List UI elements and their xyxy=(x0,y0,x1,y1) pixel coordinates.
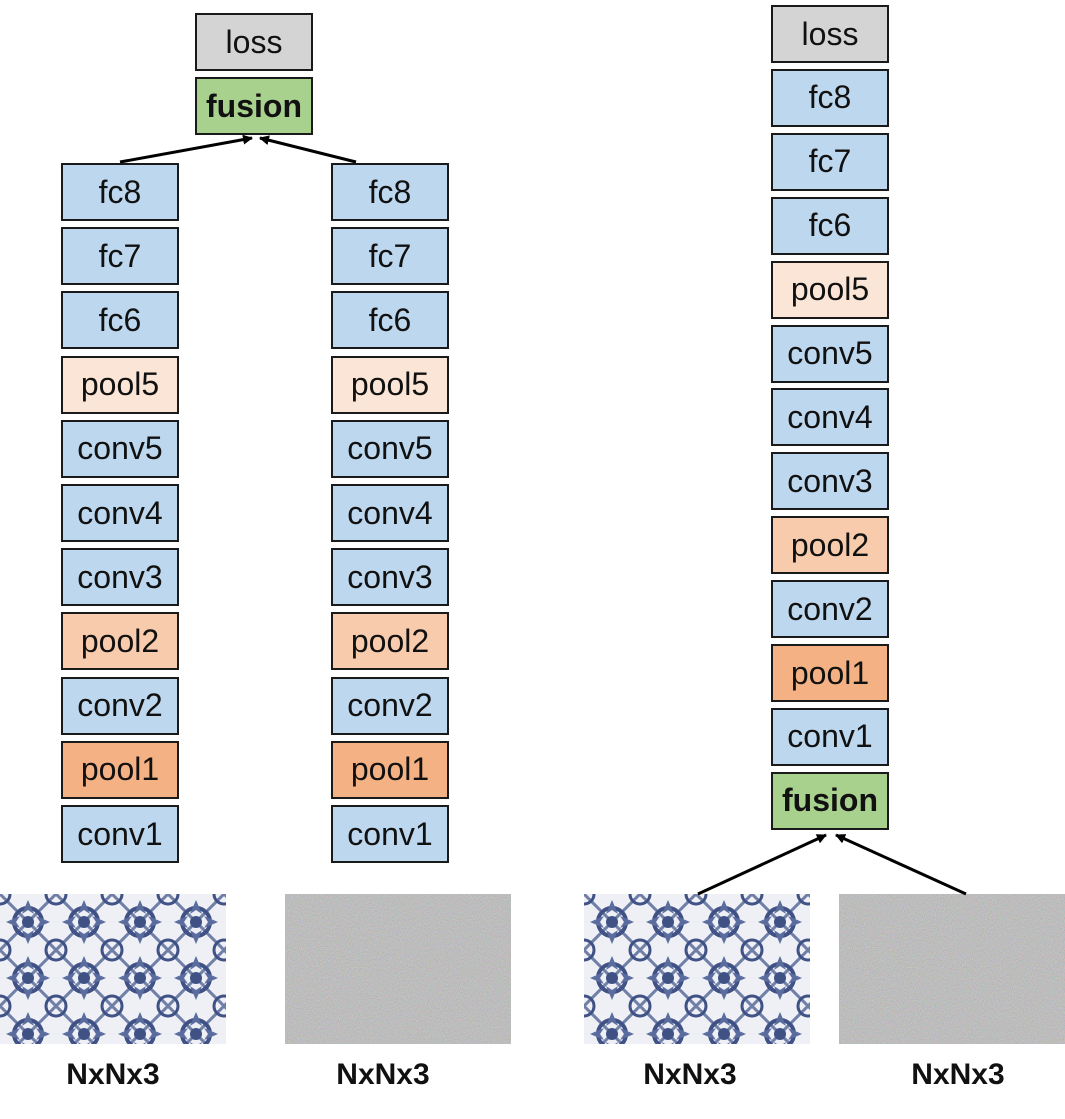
streamA-pool2-block: pool2 xyxy=(61,612,179,671)
streamB-fc8-block: fc8 xyxy=(331,163,449,221)
streamB-conv3-block: conv3 xyxy=(331,548,449,607)
streamB-conv2-block: conv2 xyxy=(331,676,449,735)
streamB-fc6-block: fc6 xyxy=(331,291,449,350)
streamA-pool1-block: pool1 xyxy=(61,740,179,799)
rightStack-conv5-block: conv5 xyxy=(771,324,889,383)
rightStack-fusion-block: fusion xyxy=(771,771,889,830)
arrow-left-a-to-fusion xyxy=(119,134,253,164)
arrow-right-b-to-fusion xyxy=(835,833,967,896)
rightStack-pool5-block: pool5 xyxy=(771,260,889,319)
streamA-fc8-block: fc8 xyxy=(61,163,179,221)
rightStack-conv1-block: conv1 xyxy=(771,707,889,766)
streamA-pool5-block: pool5 xyxy=(61,355,179,414)
input-caption-left-a: NxNx3 xyxy=(66,1058,160,1091)
rightStack-pool1-block: pool1 xyxy=(771,644,889,702)
noise-image-left xyxy=(285,894,511,1044)
input-caption-right-a: NxNx3 xyxy=(643,1058,737,1091)
rightStack-pool2-block: pool2 xyxy=(771,516,889,575)
rightStack-fc7-block: fc7 xyxy=(771,132,889,191)
streamB-conv1-block: conv1 xyxy=(331,805,449,863)
rightStack-conv4-block: conv4 xyxy=(771,388,889,447)
arrow-right-a-to-fusion xyxy=(697,833,827,896)
tile-texture-image-left xyxy=(0,894,226,1044)
streamA-conv1-block: conv1 xyxy=(61,805,179,863)
streamA-conv3-block: conv3 xyxy=(61,548,179,607)
streamB-pool1-block: pool1 xyxy=(331,740,449,799)
streamB-fc7-block: fc7 xyxy=(331,227,449,286)
streamA-conv5-block: conv5 xyxy=(61,419,179,478)
left-fusion-block: fusion xyxy=(195,77,313,135)
input-caption-right-b: NxNx3 xyxy=(911,1058,1005,1091)
noise-image-right xyxy=(839,894,1065,1044)
streamB-conv5-block: conv5 xyxy=(331,419,449,478)
streamB-pool5-block: pool5 xyxy=(331,355,449,414)
rightStack-fc6-block: fc6 xyxy=(771,196,889,255)
streamA-conv2-block: conv2 xyxy=(61,676,179,735)
arrow-left-b-to-fusion xyxy=(259,135,357,164)
streamB-pool2-block: pool2 xyxy=(331,612,449,671)
rightStack-fc8-block: fc8 xyxy=(771,68,889,127)
tile-texture-image-right xyxy=(584,894,810,1044)
rightStack-loss-block: loss xyxy=(771,5,889,63)
left-loss-block: loss xyxy=(195,13,313,71)
streamA-conv4-block: conv4 xyxy=(61,484,179,542)
rightStack-conv2-block: conv2 xyxy=(771,580,889,639)
rightStack-conv3-block: conv3 xyxy=(771,452,889,511)
streamA-fc6-block: fc6 xyxy=(61,291,179,350)
input-caption-left-b: NxNx3 xyxy=(336,1058,430,1091)
streamB-conv4-block: conv4 xyxy=(331,484,449,542)
streamA-fc7-block: fc7 xyxy=(61,227,179,286)
